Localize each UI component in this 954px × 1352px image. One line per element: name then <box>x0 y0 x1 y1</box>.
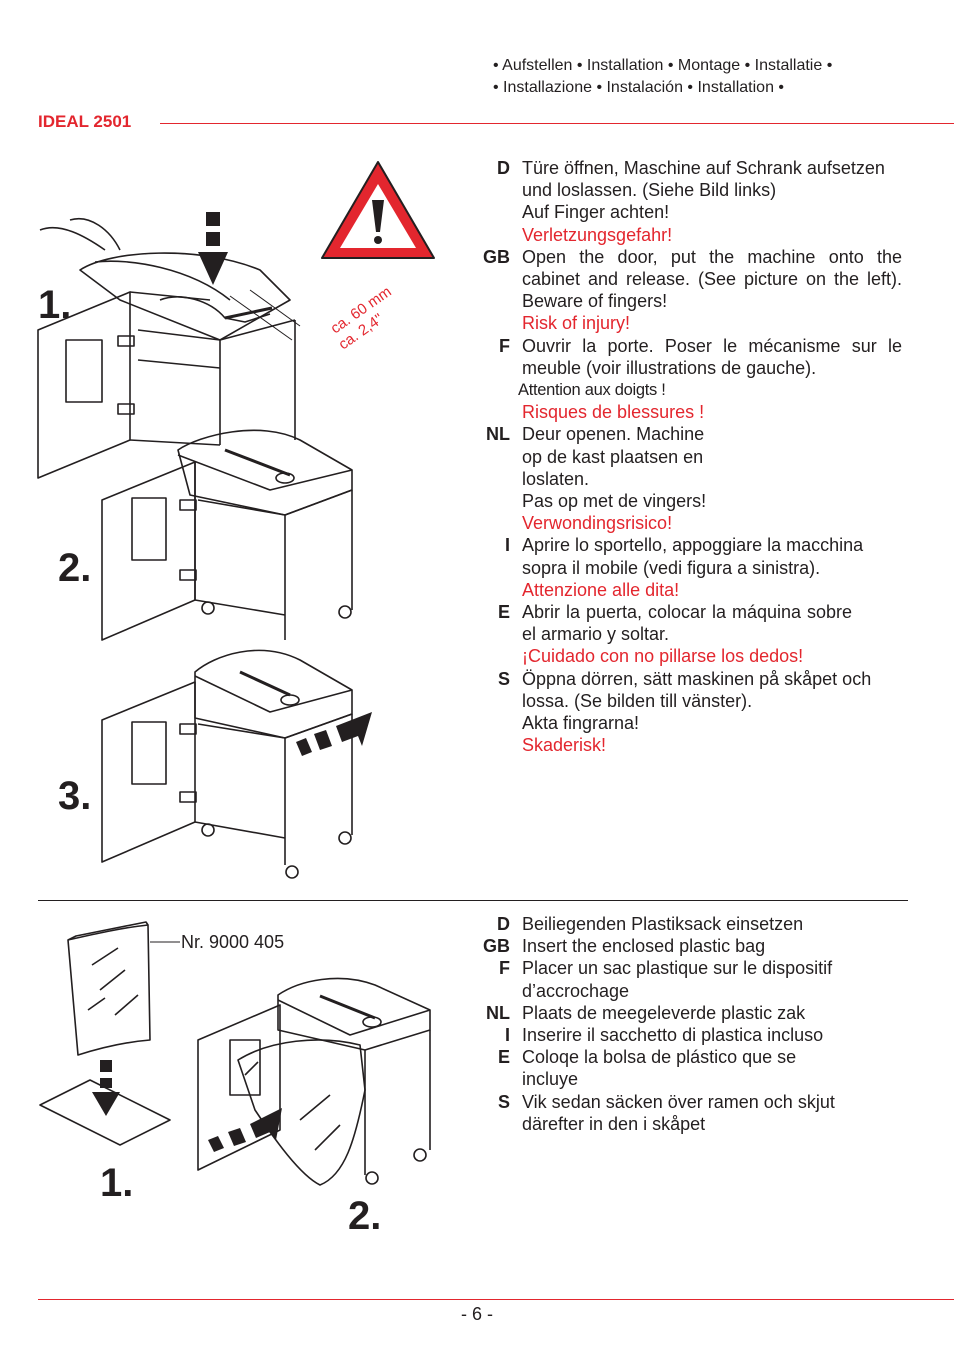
language-code: E <box>497 1047 510 1068</box>
language-code: F <box>499 335 510 356</box>
instruction-text: Beiliegenden Plastiksack einsetzen <box>522 914 804 934</box>
instruction-text: Coloqe la bolsa de plástico que se inclu… <box>522 1047 797 1090</box>
page-number: - 6 - <box>460 1304 493 1324</box>
languages-line-1: • Aufstellen • Installation • Montage • … <box>493 57 833 74</box>
language-code: S <box>497 668 510 689</box>
instruction-text: Öppna dörren, sätt maskinen på skåpet oc… <box>522 668 872 711</box>
warning-text: Risk of injury! <box>522 313 631 334</box>
instructions-section-2: D Beiliegenden Plastiksack einsetzen GB … <box>472 913 902 1135</box>
languages-line-2: • Installazione • Instalación • Installa… <box>493 79 785 96</box>
step-label-bag-1: 1. <box>100 1161 134 1205</box>
instruction-text: Abrir la puerta, colocar la máquina sobr… <box>522 602 852 645</box>
language-code: GB <box>483 246 510 267</box>
warning-text: Attenzione alle dita! <box>522 579 680 600</box>
instructions-section-1: D Türe öffnen, Maschine auf Schrank aufs… <box>472 157 902 756</box>
arrow-down-icon <box>92 1060 120 1116</box>
instruction-e: E Abrir la puerta, colocar la máquina so… <box>472 601 902 668</box>
language-code: I <box>504 1025 510 1046</box>
step-label-2: 2. <box>58 546 92 590</box>
instruction-i: I Inserire il sacchetto di plastica incl… <box>472 1024 902 1046</box>
language-code: I <box>504 535 510 556</box>
warning-text: Verwondingsrisico! <box>522 513 673 534</box>
instruction-d: D Türe öffnen, Maschine auf Schrank aufs… <box>472 157 902 246</box>
instruction-e: E Coloqe la bolsa de plástico que se inc… <box>472 1046 902 1090</box>
warning-text: Skaderisk! <box>522 735 607 756</box>
language-code: NL <box>486 1002 510 1023</box>
instruction-text: Insert the enclosed plastic bag <box>522 936 766 957</box>
language-code: D <box>497 158 510 178</box>
language-code: E <box>497 602 510 623</box>
instruction-f: F Placer un sac plastique sur le disposi… <box>472 957 902 1001</box>
instruction-text: Ouvrir la porte. Poser le mécanisme sur … <box>522 335 902 378</box>
instruction-s: S Vik sedan säcken över ramen och skjut … <box>472 1091 902 1135</box>
instruction-text: Placer un sac plastique sur le dispositi… <box>522 958 833 1001</box>
arrow-push-icon <box>296 712 372 756</box>
instruction-text: Akta fingrarna! <box>522 713 640 734</box>
cabinet-with-bag <box>197 977 431 1186</box>
instruction-text: Deur openen. Machine op de kast plaatsen… <box>522 424 705 489</box>
language-code: F <box>499 958 510 979</box>
instruction-text: Inserire il sacchetto di plastica inclus… <box>522 1025 824 1046</box>
plastic-bag-icon <box>67 921 151 1056</box>
step-label-1: 1. <box>38 283 72 327</box>
instruction-gb: GB Open the door, put the machine onto t… <box>472 246 902 335</box>
cabinet-step-3 <box>101 649 353 879</box>
header-rule <box>160 123 954 124</box>
instruction-i: I Aprire lo sportello, appoggiare la mac… <box>472 534 902 601</box>
cabinet-step-2 <box>101 429 353 641</box>
footer-rule <box>38 1299 954 1300</box>
arrow-push-icon <box>208 1108 282 1152</box>
instruction-text: Türe öffnen, Maschine auf Schrank aufset… <box>522 158 885 201</box>
instruction-f: F Ouvrir la porte. Poser le mécanisme su… <box>472 335 902 424</box>
section-divider <box>38 900 908 901</box>
installation-illustration: ca. 60 mm ca. 2,4" <box>37 161 435 879</box>
instruction-text: Vik sedan säcken över ramen och skjut dä… <box>522 1091 835 1134</box>
language-code: D <box>497 914 510 934</box>
cabinet-step-1 <box>37 217 296 479</box>
warning-text: Verletzungsgefahr! <box>522 224 673 245</box>
instruction-d: D Beiliegenden Plastiksack einsetzen <box>472 913 902 935</box>
part-number: Nr. 9000 405 <box>181 932 285 952</box>
instruction-text: Pas op met de vingers! <box>522 491 707 512</box>
warning-text: Risques de blessures ! <box>522 402 705 423</box>
warning-text: ¡Cuidado con no pillarse los dedos! <box>522 646 804 667</box>
language-code: S <box>497 1091 510 1112</box>
arrow-down-icon <box>198 212 228 285</box>
plastic-bag-illustration <box>39 921 431 1186</box>
instruction-text: Auf Finger achten! <box>522 202 670 223</box>
instruction-s: S Öppna dörren, sätt maskinen på skåpet … <box>472 668 902 757</box>
model-title: IDEAL 2501 <box>38 112 132 131</box>
language-code: NL <box>486 424 510 445</box>
instruction-text: Attention aux doigts ! <box>518 381 666 400</box>
instruction-gb: GB Insert the enclosed plastic bag <box>472 935 902 957</box>
instruction-nl: NL Plaats de meegeleverde plastic zak <box>472 1002 902 1024</box>
instruction-text: Plaats de meegeleverde plastic zak <box>522 1002 806 1023</box>
step-label-bag-2: 2. <box>348 1194 382 1238</box>
instruction-text: Aprire lo sportello, appoggiare la macch… <box>522 535 864 578</box>
language-code: GB <box>483 936 510 957</box>
instruction-text: Open the door, put the machine onto the … <box>522 246 902 312</box>
warning-triangle-icon <box>321 161 435 259</box>
instruction-nl: NL Deur openen. Machine op de kast plaat… <box>472 423 902 534</box>
step-label-3: 3. <box>58 774 92 818</box>
